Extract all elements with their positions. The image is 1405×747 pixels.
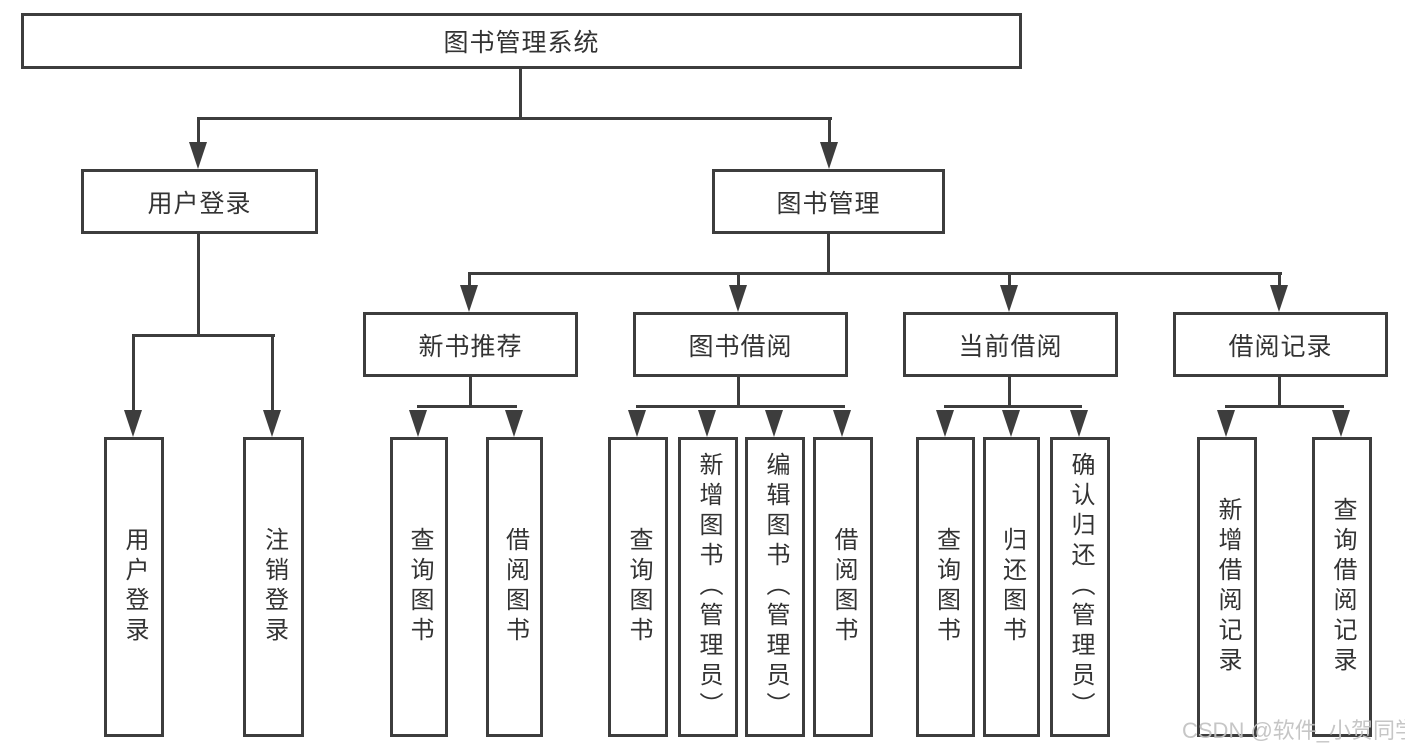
leaf-user-login: 用户登录 [104,437,164,737]
node-borrow-record: 借阅记录 [1173,312,1388,377]
arrowhead-br-query [1332,410,1350,437]
arrowhead-nb-query [409,410,427,437]
connector-current-borrow-trunk [1008,377,1011,408]
connector-borrow-record-trunk [1278,377,1281,408]
leaf-br-add-record-label: 新增借阅记录 [1214,497,1241,677]
node-borrow-record-label: 借阅记录 [1228,332,1333,361]
arrowhead-leaf-logout [263,410,281,437]
connector-drop-book-management [828,117,831,145]
leaf-nb-query-books-label: 查询图书 [406,527,433,647]
node-current-borrow: 当前借阅 [903,312,1118,377]
connector-book-management-trunk [827,234,830,275]
leaf-cb-confirm-return-label: 确认归还（管理员） [1067,452,1094,722]
connector-drop-borrow-record [1278,272,1281,288]
node-book-borrow-label: 图书借阅 [688,332,793,361]
node-user-login: 用户登录 [81,169,318,234]
connector-level2-bar [197,117,832,120]
leaf-nb-borrow-books-label: 借阅图书 [501,527,529,647]
node-new-book-recommend-label: 新书推荐 [418,332,523,361]
arrowhead-bb-borrow [833,410,851,437]
leaf-cb-return-books: 归还图书 [983,437,1040,737]
node-new-book-recommend: 新书推荐 [363,312,578,377]
connector-drop-current-borrow [1008,272,1011,288]
node-book-management-label: 图书管理 [776,189,881,218]
connector-current-borrow-bar [944,405,1082,408]
arrowhead-book-management [820,142,838,169]
arrowhead-bb-query [628,410,646,437]
connector-user-login-bar [132,334,275,337]
connector-drop-book-borrow [737,272,740,288]
leaf-bb-edit-books: 编辑图书（管理员） [745,437,805,737]
leaf-logout-label: 注销登录 [260,527,288,647]
arrowhead-leaf-login [124,410,142,437]
arrowhead-cb-return [1002,410,1020,437]
arrowhead-current-borrow [1000,285,1018,312]
leaf-bb-add-books: 新增图书（管理员） [678,437,738,737]
leaf-cb-confirm-return: 确认归还（管理员） [1050,437,1110,737]
csdn-watermark: CSDN @软件_小贺同学 [1182,718,1405,743]
arrowhead-borrow-record [1270,285,1288,312]
arrowhead-nb-borrow [505,410,523,437]
node-current-borrow-label: 当前借阅 [958,332,1063,361]
connector-new-book-trunk [469,377,472,408]
leaf-nb-query-books: 查询图书 [390,437,448,737]
leaf-bb-add-books-label: 新增图书（管理员） [695,452,722,722]
connector-level3-bar [468,272,1282,275]
arrowhead-cb-confirm [1070,410,1088,437]
connector-drop-user-login [197,117,200,145]
arrowhead-bb-add [698,410,716,437]
leaf-br-add-record: 新增借阅记录 [1197,437,1257,737]
arrowhead-bb-edit [765,410,783,437]
connector-drop-leaf-logout [271,334,274,413]
leaf-cb-query-books-label: 查询图书 [932,527,960,647]
connector-borrow-record-bar [1225,405,1344,408]
node-user-login-label: 用户登录 [147,189,252,218]
node-root-label: 图书管理系统 [443,29,600,57]
connector-user-login-trunk [197,234,200,337]
connector-book-borrow-bar [636,405,845,408]
connector-new-book-bar [417,405,517,408]
connector-book-borrow-trunk [737,377,740,408]
node-book-borrow: 图书借阅 [633,312,848,377]
leaf-bb-borrow-books: 借阅图书 [813,437,873,737]
leaf-logout: 注销登录 [243,437,304,737]
leaf-bb-query-books-label: 查询图书 [625,527,652,647]
connector-drop-leaf-login [132,334,135,413]
leaf-br-query-record-label: 查询借阅记录 [1329,497,1356,677]
node-book-management: 图书管理 [712,169,945,234]
connector-root-trunk [519,69,522,120]
arrowhead-book-borrow [729,285,747,312]
leaf-cb-query-books: 查询图书 [916,437,975,737]
leaf-bb-query-books: 查询图书 [608,437,668,737]
leaf-cb-return-books-label: 归还图书 [998,527,1026,647]
arrowhead-cb-query [936,410,954,437]
arrowhead-user-login [189,142,207,169]
leaf-bb-borrow-books-label: 借阅图书 [830,527,857,647]
leaf-br-query-record: 查询借阅记录 [1312,437,1372,737]
arrowhead-new-book [460,285,478,312]
connector-drop-new-book [468,272,471,288]
leaf-bb-edit-books-label: 编辑图书（管理员） [762,452,789,722]
arrowhead-br-add [1217,410,1235,437]
node-root: 图书管理系统 [21,13,1022,69]
leaf-nb-borrow-books: 借阅图书 [486,437,543,737]
leaf-user-login-label: 用户登录 [121,527,148,647]
